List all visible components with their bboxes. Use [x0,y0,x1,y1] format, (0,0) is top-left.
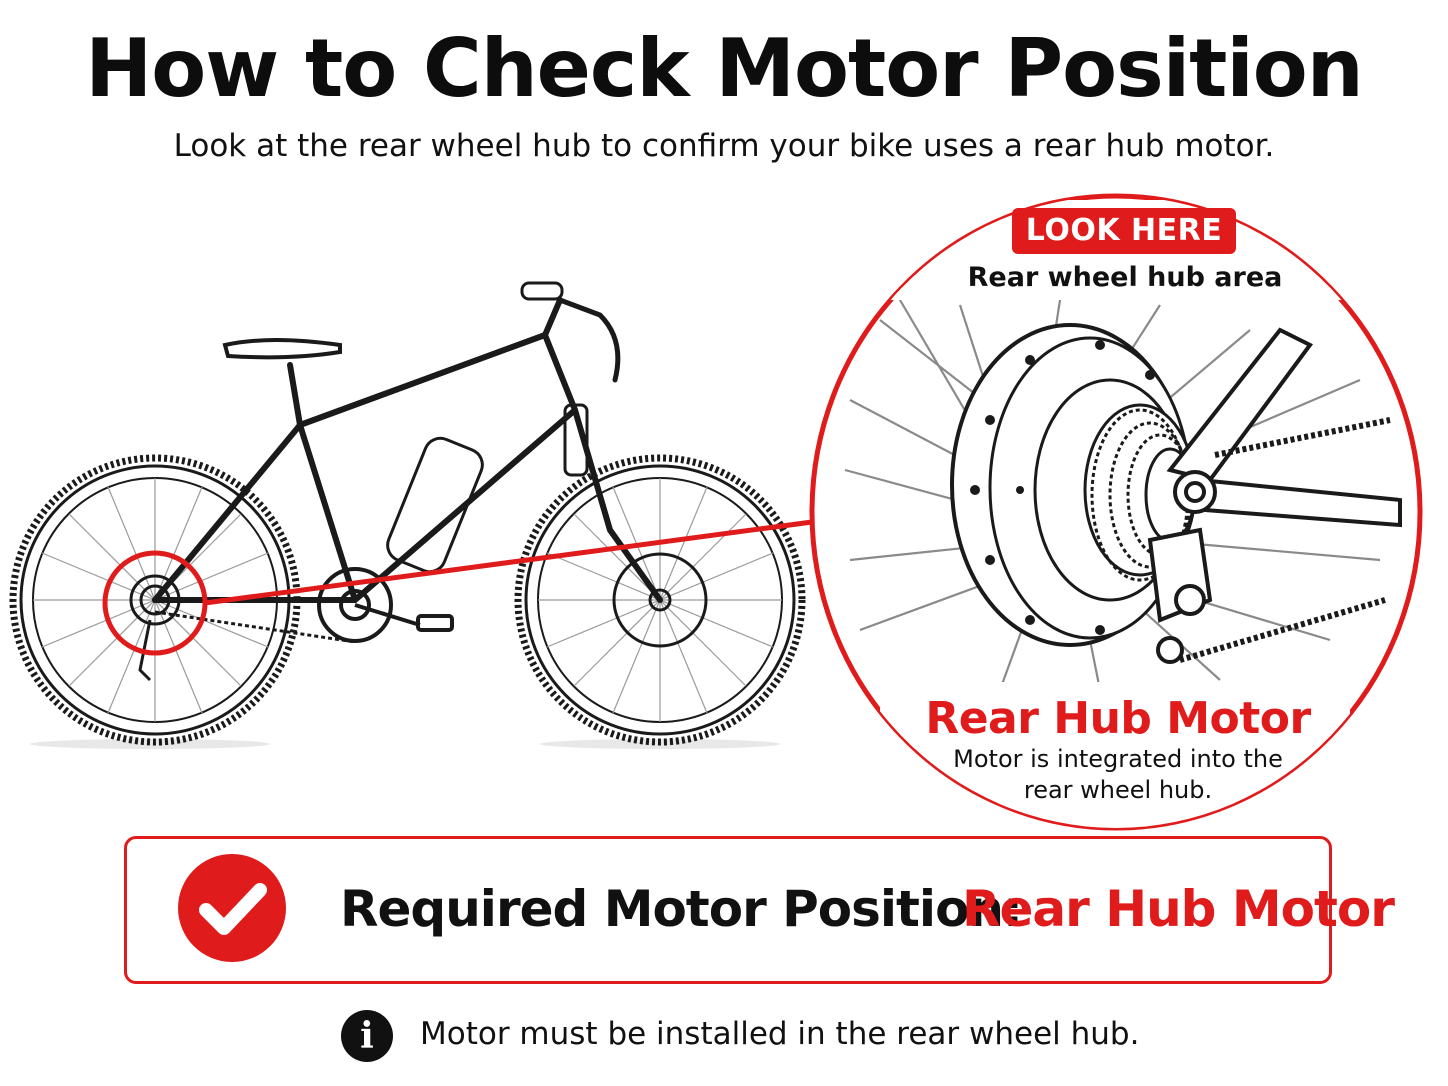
leader-line [204,519,813,606]
check-icon [178,854,286,962]
saddle [222,338,342,360]
page-title: How to Check Motor Position [85,22,1363,115]
info-note: Motor must be installed in the rear whee… [420,1016,1140,1052]
requirement-box [124,836,1332,984]
page-subtitle: Look at the rear wheel hub to confirm yo… [173,128,1275,164]
requirement-value: Rear Hub Motor [962,880,1395,938]
callout-area-label: Rear wheel hub area [967,262,1283,293]
callout-title: Rear Hub Motor [925,693,1311,744]
requirement-label: Required Motor Position: [340,880,1023,938]
look-here-badge: LOOK HERE [1012,208,1236,254]
info-icon: i [341,1010,393,1062]
callout-description: Motor is integrated into the rear wheel … [953,745,1283,804]
